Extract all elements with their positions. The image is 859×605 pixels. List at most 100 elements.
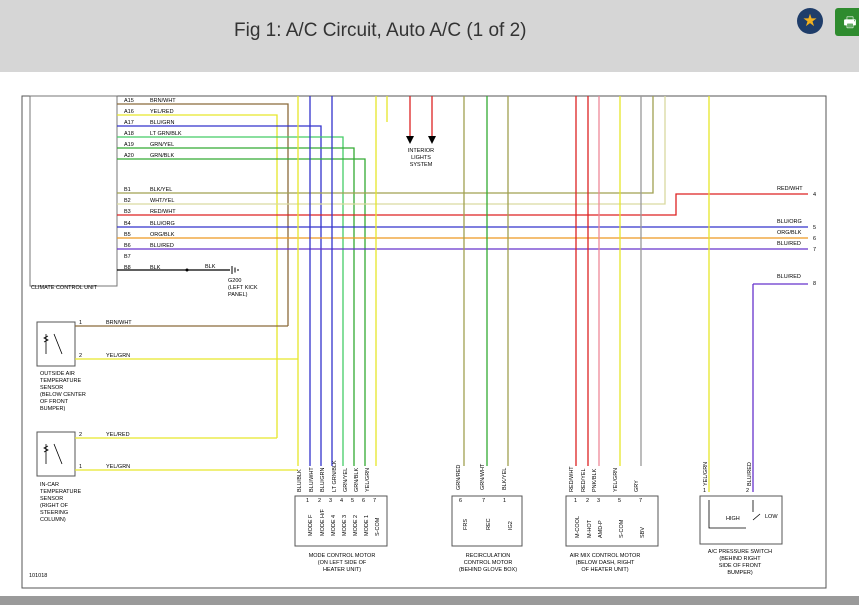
- mode-label-1: MODE CONTROL MOTOR: [309, 553, 376, 559]
- ground-icon: [231, 266, 239, 274]
- mode-wire-6: GRN/BLK: [354, 468, 360, 492]
- outside-pin2: 2: [79, 353, 82, 359]
- airmix-term-3: AMD-P: [598, 520, 604, 538]
- ccu-pin-b3: B3: [124, 209, 131, 215]
- wire-label-a18: LT GRN/BLK: [150, 131, 182, 137]
- mode-term-6: MODE 1: [364, 515, 370, 536]
- ccu-pin-b6: B6: [124, 243, 131, 249]
- mode-wire-7: YEL/GRN: [365, 468, 371, 492]
- ccu-pin-a17: A17: [124, 120, 134, 126]
- mode-term-3: MODE 4: [331, 515, 337, 536]
- switch-wire-1: YEL/GRN: [703, 462, 709, 486]
- wire-label-a15: BRN/WHT: [150, 98, 176, 104]
- recirc-wire-2: GRN/WHT: [480, 463, 486, 490]
- airmix-term-4: S-COM: [619, 519, 625, 538]
- wire-wht-yel: [117, 96, 666, 205]
- airmix-wire-5: GRY: [634, 480, 640, 492]
- incar-label-2: TEMPERATURE: [40, 489, 81, 495]
- star-icon: ★: [802, 11, 818, 30]
- favorite-button[interactable]: ★: [797, 8, 823, 34]
- printer-icon: 🖶: [843, 14, 857, 30]
- wire-grn-blk: [117, 158, 366, 466]
- right-pin-4: 4: [813, 192, 816, 198]
- wire-label-a19: GRN/YEL: [150, 142, 174, 148]
- switch-label-4: BUMPER): [727, 570, 753, 576]
- mode-term-7: S-COM: [375, 517, 381, 536]
- interior-lights-2: LIGHTS: [411, 155, 431, 161]
- wire-yel-red: [117, 114, 278, 438]
- airmix-term-2: M-HOT: [587, 519, 593, 538]
- recirc-pin-2: 7: [482, 498, 485, 504]
- recirc-term-1: FRS: [463, 519, 469, 530]
- switch-label-2: (BEHIND RIGHT: [719, 556, 761, 562]
- airmix-term-5: SBV: [640, 527, 646, 538]
- outside-pin1: 1: [79, 320, 82, 326]
- mode-wire-4: LT GRN/BLK: [332, 460, 338, 492]
- ccu-pin-b2: B2: [124, 198, 131, 204]
- incar-sensor-box: [36, 431, 76, 477]
- recirc-label-2: CONTROL MOTOR: [464, 560, 513, 566]
- switch-state-low: LOW: [765, 514, 778, 520]
- ccu-pin-b4: B4: [124, 221, 131, 227]
- ccu-pin-a16: A16: [124, 109, 134, 115]
- wire-label-b1: BLK/YEL: [150, 187, 172, 193]
- outside-label-3: SENSOR: [40, 385, 63, 391]
- wire-grn-yel: [117, 147, 355, 466]
- outside-label-6: BUMPER): [40, 406, 66, 412]
- mode-term-2: MODE H/F: [320, 508, 326, 536]
- mode-wire-5: GRN/YEL: [343, 468, 349, 492]
- switch-contact-icon: [708, 500, 761, 529]
- interior-lights-3: SYSTEM: [410, 162, 433, 168]
- ccu-pin-b7: B7: [124, 254, 131, 260]
- wiring-diagram: CLIMATE CONTROL UNIT A15 A16 A17 A18 A19…: [0, 72, 859, 596]
- recirc-pin-1: 6: [459, 498, 462, 504]
- right-wire-label-4: RED/WHT: [777, 186, 803, 192]
- page-title: Fig 1: A/C Circuit, Auto A/C (1 of 2): [234, 20, 527, 41]
- ccu-pin-a15: A15: [124, 98, 134, 104]
- airmix-wire-3: PNK/BLK: [592, 468, 598, 492]
- arrow-down-icon: [428, 136, 436, 144]
- recirc-label-3: (BEHIND GLOVE BOX): [459, 567, 517, 573]
- ccu-pin-a18: A18: [124, 131, 134, 137]
- airmix-wire-2: RED/YEL: [581, 468, 587, 492]
- right-pin-6: 6: [813, 236, 816, 242]
- mode-pin-2: 2: [318, 498, 321, 504]
- outside-label-5: OF FRONT: [40, 399, 69, 405]
- airmix-term-1: M-COOL: [575, 516, 581, 538]
- wire-label-b6: BLU/RED: [150, 243, 174, 249]
- recirc-wire-1: GRN/RED: [456, 465, 462, 490]
- ccu-pin-b5: B5: [124, 232, 131, 238]
- print-button[interactable]: 🖶: [835, 8, 859, 36]
- outside-sensor-box: [36, 321, 76, 367]
- bottom-bar: [0, 596, 859, 605]
- mode-pin-6: 6: [362, 498, 365, 504]
- recirc-wire-3: BLK/YEL: [502, 468, 508, 490]
- switch-pin-1: 1: [703, 488, 706, 494]
- thermistor-icon: [43, 333, 63, 355]
- mode-wire-3: BLU/GRN: [320, 468, 326, 492]
- airmix-label-1: AIR MIX CONTROL MOTOR: [570, 553, 641, 559]
- wiring-diagram-svg: CLIMATE CONTROL UNIT A15 A16 A17 A18 A19…: [21, 95, 827, 589]
- airmix-pin-3: 3: [597, 498, 600, 504]
- incar-label-4: (RIGHT OF: [40, 503, 69, 509]
- mode-wire-2: BLU/WHT: [309, 467, 315, 492]
- mode-pin-7: 7: [373, 498, 376, 504]
- airmix-pin-7: 7: [639, 498, 642, 504]
- recirc-term-2: REC: [486, 518, 492, 530]
- outside-label-4: (BELOW CENTER: [40, 392, 86, 398]
- wire-label-b8: BLK: [150, 265, 161, 271]
- thermistor-icon: [43, 443, 63, 465]
- airmix-label-3: OF HEATER UNIT): [581, 567, 628, 573]
- wire-label-b5: ORG/BLK: [150, 232, 175, 238]
- switch-state-high: HIGH: [726, 516, 740, 522]
- outside-label-1: OUTSIDE AIR: [40, 371, 75, 377]
- mode-label-2: (ON LEFT SIDE OF: [318, 560, 367, 566]
- right-wire-label-6: ORG/BLK: [777, 230, 802, 236]
- outside-label-2: TEMPERATURE: [40, 378, 81, 384]
- ground-location-1: (LEFT KICK: [228, 285, 258, 291]
- wire-blu-grn: [117, 125, 322, 466]
- incar-label-5: STEERING: [40, 510, 68, 516]
- ccu-pin-a20: A20: [124, 153, 134, 159]
- ground-label: G200: [228, 278, 241, 284]
- incar-label-1: IN-CAR: [40, 482, 59, 488]
